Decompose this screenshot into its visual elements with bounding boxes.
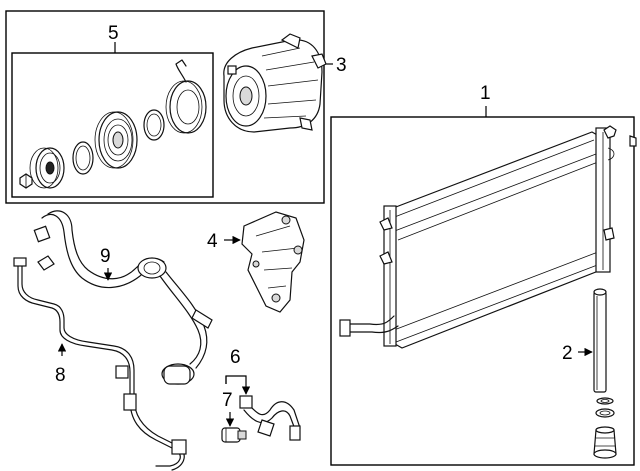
callout-1: 1 (480, 83, 491, 104)
clutch-hub (29, 147, 65, 189)
callout-7: 7 (222, 390, 233, 411)
callout-2: 2 (562, 343, 573, 364)
clutch-coil (165, 59, 207, 134)
drier-seals (595, 397, 615, 418)
suction-hose: 9 (33, 210, 213, 385)
callout-9: 9 (100, 246, 111, 267)
snap-ring-large (143, 109, 165, 141)
hose-fitting (239, 395, 301, 441)
clutch-pulley (94, 111, 138, 169)
ac-compressor (223, 33, 327, 133)
compressor-bracket: 4 (207, 211, 305, 313)
ac-condenser (339, 125, 637, 349)
callout-4: 4 (207, 231, 218, 252)
condenser-box: 1 (330, 83, 635, 466)
callout-8: 8 (55, 365, 66, 386)
callout-5: 5 (108, 23, 119, 44)
receiver-drier: 2 (562, 288, 607, 393)
callout-6-7-group: 6 7 (222, 347, 251, 427)
callout-6: 6 (230, 347, 241, 368)
liquid-line: 8 (13, 257, 187, 471)
drier-plug (593, 426, 617, 459)
snap-ring-small (72, 141, 94, 175)
clutch-bolt (19, 173, 33, 189)
callout-3: 3 (336, 55, 347, 76)
valve-fitting (221, 427, 247, 443)
clutch-kit-box: 5 (11, 23, 214, 198)
